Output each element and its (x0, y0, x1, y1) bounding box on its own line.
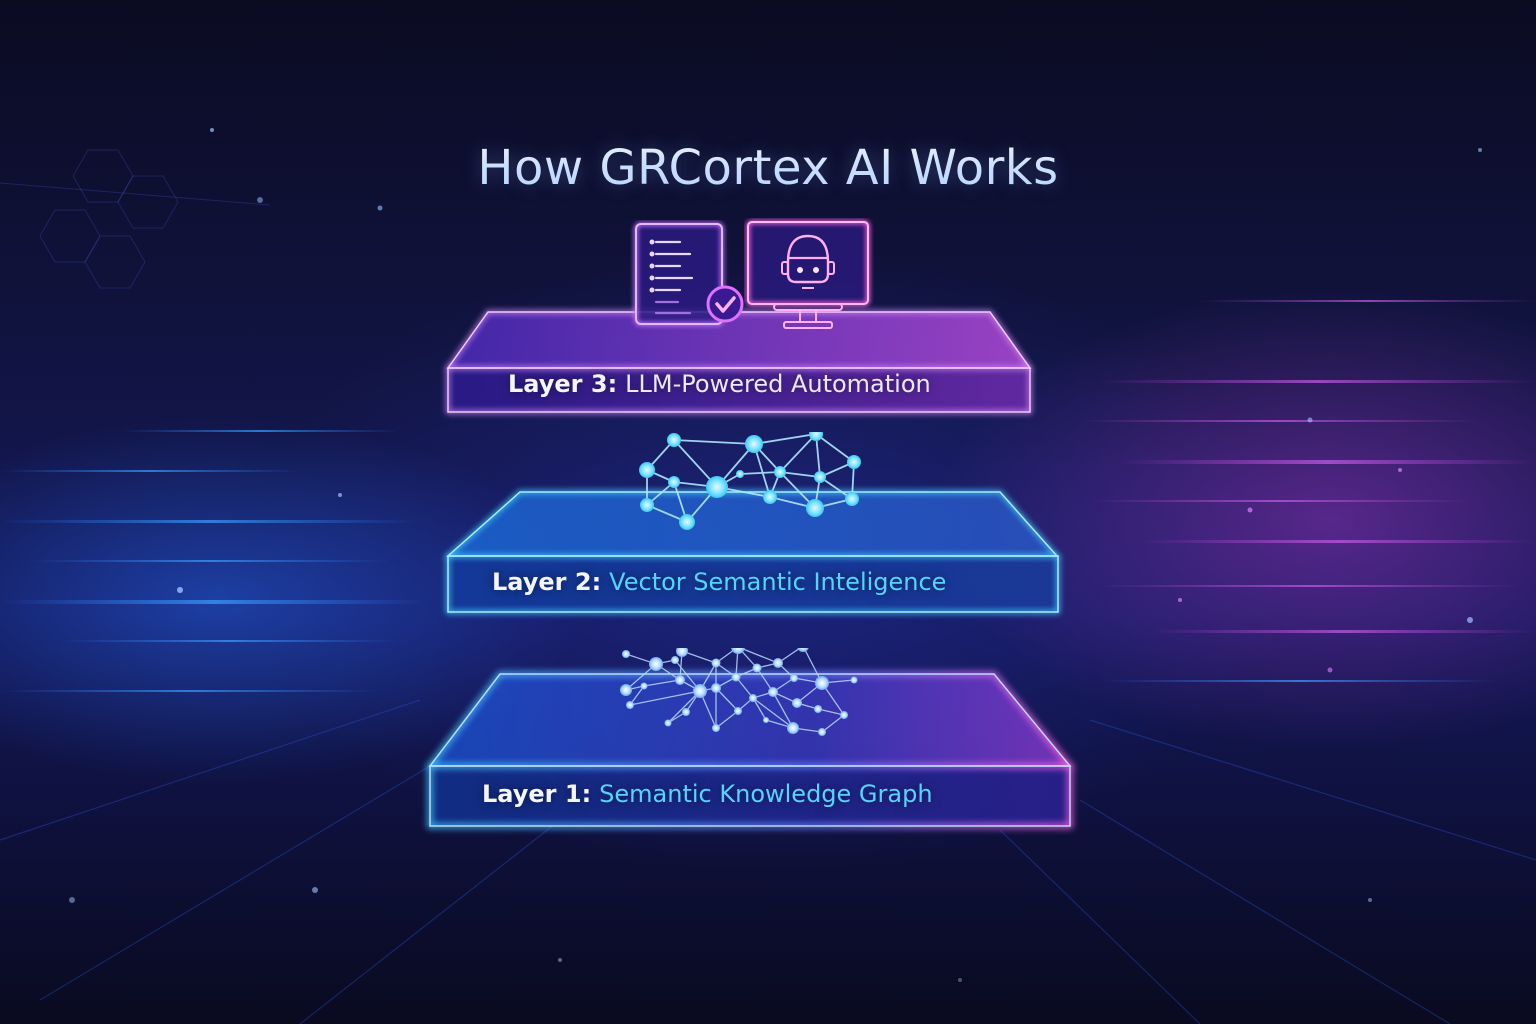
layer-3-slab (440, 300, 1040, 430)
layer-1-name: Semantic Knowledge Graph (599, 780, 933, 808)
layer-3-name: LLM-Powered Automation (625, 370, 931, 398)
layer-2-slab (440, 482, 1070, 622)
page-title: How GRCortex AI Works (0, 140, 1536, 196)
knowledge-graph-icon (618, 640, 868, 753)
document-checklist-icon (628, 220, 748, 330)
layer-1-slab (424, 666, 1080, 836)
layer-2-prefix: Layer 2: (492, 568, 602, 596)
layer-1-prefix: Layer 1: (482, 780, 592, 808)
ai-assistant-monitor-icon (744, 218, 874, 336)
layer-1-label: Layer 1:Semantic Knowledge Graph (482, 780, 933, 808)
layer-2-label: Layer 2:Vector Semantic Inteligence (492, 568, 946, 596)
layer-2-name: Vector Semantic Inteligence (609, 568, 947, 596)
vector-network-icon (630, 427, 875, 542)
layer-3-prefix: Layer 3: (508, 370, 618, 398)
layer-3-label: Layer 3:LLM-Powered Automation (508, 370, 931, 398)
